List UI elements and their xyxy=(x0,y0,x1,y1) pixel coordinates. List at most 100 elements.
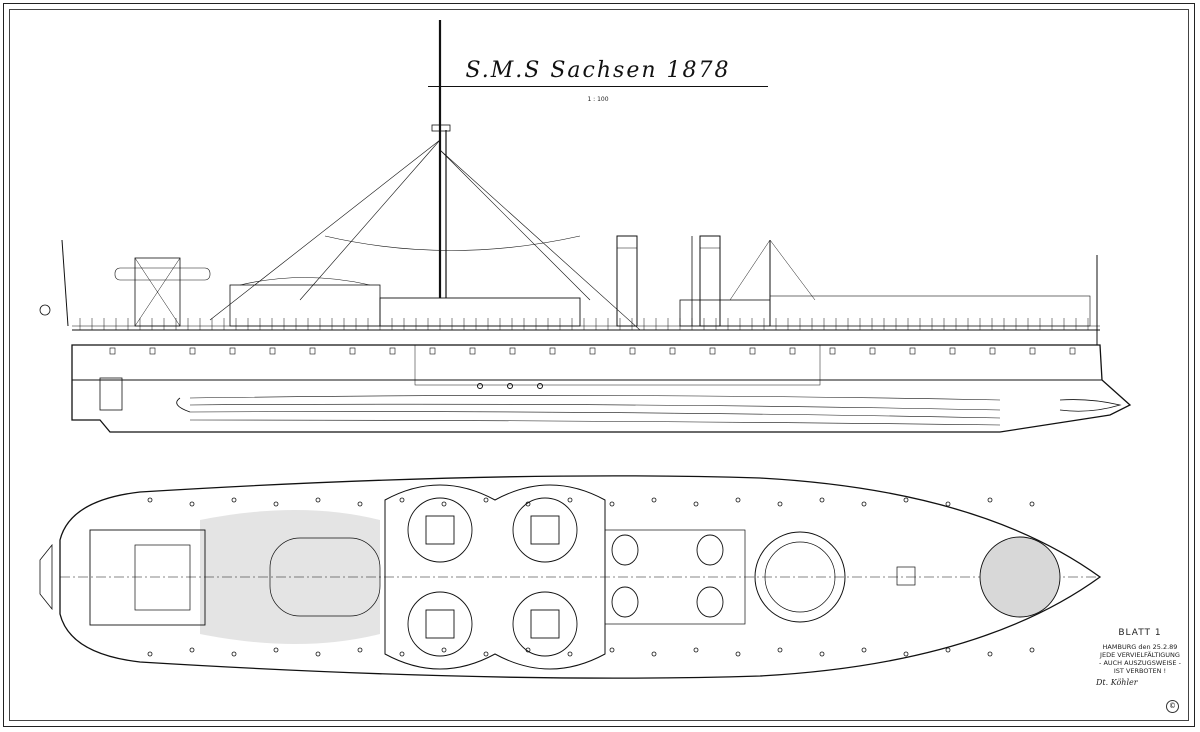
deck-fitting xyxy=(567,497,573,503)
gun-port xyxy=(709,347,716,355)
rigging xyxy=(209,139,641,331)
deck-fitting xyxy=(609,647,615,653)
gun-mount xyxy=(530,609,560,639)
deck-fitting xyxy=(315,651,321,657)
deck-fitting xyxy=(1029,501,1035,507)
forward-barbette xyxy=(754,531,846,623)
deck-fitting xyxy=(441,501,447,507)
forward-hatch xyxy=(896,566,916,586)
sheet-info: BLATT 1 HAMBURG den 25.2.89 JEDE VERVIEL… xyxy=(1090,628,1190,688)
note-line: IST VERBOTEN ! xyxy=(1113,667,1167,675)
note-line: HAMBURG den 25.2.89 xyxy=(1102,643,1178,651)
deck-fitting xyxy=(693,501,699,507)
deck-fitting xyxy=(651,497,657,503)
gun-port xyxy=(949,347,956,355)
outer-frame xyxy=(3,3,1195,727)
gun-port xyxy=(989,347,996,355)
forward-superstructure xyxy=(769,295,1091,327)
deck-fitting xyxy=(945,501,951,507)
stern-curve xyxy=(176,397,191,413)
deck-fitting xyxy=(945,647,951,653)
deck-fitting xyxy=(861,501,867,507)
rudder xyxy=(99,377,123,411)
funnel xyxy=(616,235,638,327)
deck-fitting xyxy=(987,497,993,503)
mast-top xyxy=(431,124,451,132)
gun-port xyxy=(269,347,276,355)
porthole xyxy=(477,383,483,389)
ventilator xyxy=(696,586,724,618)
gun-port xyxy=(909,347,916,355)
gun-port xyxy=(349,347,356,355)
aft-hatch xyxy=(134,544,191,611)
deck-fitting xyxy=(231,497,237,503)
forward-barbette-inner xyxy=(764,541,836,613)
turret-ring xyxy=(407,497,473,563)
porthole xyxy=(537,383,543,389)
rigging-line xyxy=(209,139,441,321)
armour-belt xyxy=(414,344,821,386)
gun-mounts xyxy=(407,497,724,657)
gun-port xyxy=(829,347,836,355)
deck-fitting xyxy=(819,651,825,657)
gun-port xyxy=(509,347,516,355)
aft-boat-frame xyxy=(134,257,181,327)
awning-line xyxy=(324,235,581,251)
deck-fitting xyxy=(525,501,531,507)
aft-hatch-frame xyxy=(89,529,206,626)
inner-frame xyxy=(9,9,1189,721)
deck-fitting xyxy=(189,647,195,653)
gun-ports xyxy=(109,347,1076,355)
deck-fitting xyxy=(735,651,741,657)
frame-brace xyxy=(134,257,181,327)
deck-fitting xyxy=(525,647,531,653)
deck-fitting xyxy=(147,651,153,657)
deck-fitting xyxy=(777,647,783,653)
deck-fitting xyxy=(1029,647,1035,653)
derrick-stay xyxy=(769,239,816,301)
gun-port xyxy=(669,347,676,355)
gun-port xyxy=(189,347,196,355)
hull-plank-line xyxy=(189,419,1001,426)
deck-fitting xyxy=(399,497,405,503)
gun-mount xyxy=(425,515,455,545)
deck-fitting xyxy=(651,651,657,657)
deckhouse-roof xyxy=(239,277,371,286)
ram-bow xyxy=(1059,399,1122,412)
engine-room-skylight xyxy=(604,529,746,625)
deck-fitting xyxy=(273,647,279,653)
deck-fitting xyxy=(609,501,615,507)
deck-fitting xyxy=(231,651,237,657)
hull-plank-line xyxy=(189,395,1001,401)
gun-port xyxy=(589,347,596,355)
funnel xyxy=(699,235,721,327)
stern-lantern xyxy=(39,304,51,316)
copyright-mark: © xyxy=(1166,700,1179,713)
railing xyxy=(79,318,1089,330)
deck-fitting xyxy=(903,497,909,503)
deck-fitting xyxy=(819,497,825,503)
signature: Dt. Köhler xyxy=(1096,678,1138,687)
gun-port xyxy=(389,347,396,355)
funnel-casing xyxy=(679,299,771,327)
hull-plank-line xyxy=(189,411,1001,419)
hull-plank-line xyxy=(189,403,1001,411)
stern-flagstaff xyxy=(61,239,69,327)
gun-port xyxy=(429,347,436,355)
deck-fitting xyxy=(777,501,783,507)
gun-port xyxy=(1069,347,1076,355)
deck-fitting xyxy=(189,501,195,507)
deck-fittings xyxy=(147,497,1035,657)
aft-deckhouse xyxy=(229,284,381,327)
gun-port xyxy=(229,347,236,355)
deck-fitting xyxy=(567,651,573,657)
gun-port xyxy=(549,347,556,355)
note-line: - AUCH AUSZUGSWEISE - xyxy=(1099,659,1181,667)
boat-stowage xyxy=(269,537,381,617)
gun-port xyxy=(869,347,876,355)
rigging-line xyxy=(439,149,641,331)
rigging-line xyxy=(299,139,441,301)
central-superstructure xyxy=(379,297,581,327)
gun-port xyxy=(309,347,316,355)
turret-ring xyxy=(512,591,578,657)
